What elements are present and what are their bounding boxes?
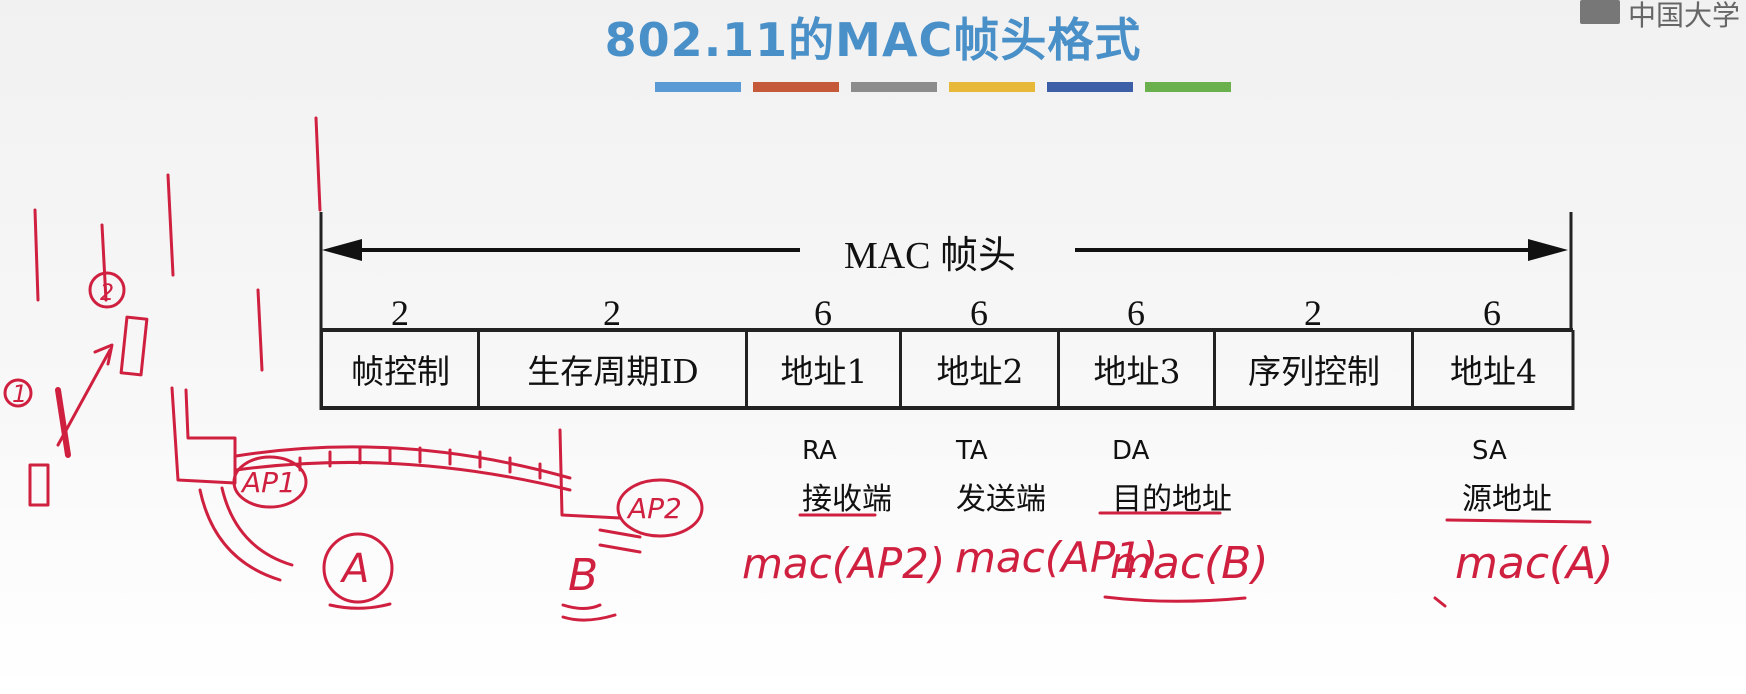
- field-size-address1: 6: [814, 293, 832, 333]
- logo-icon: [1580, 0, 1620, 24]
- mac-header-fields-row: [320, 328, 1573, 410]
- ap2-box: [558, 428, 622, 520]
- ap-link-top: [234, 445, 572, 480]
- annotation-da-desc: 目的地址: [1112, 482, 1232, 517]
- annotation-sa-desc: 源地址: [1462, 482, 1552, 517]
- ap2-signal-marks: [598, 528, 642, 554]
- annotation-ta-desc: 发送端: [956, 482, 1046, 517]
- handwritten-da-value: mac(B): [1110, 538, 1269, 589]
- host-a-signal-arcs: [198, 486, 294, 582]
- span-arrow-right-head: [1528, 239, 1568, 261]
- annotation-sa-code: SA: [1472, 436, 1507, 466]
- field-address4: 地址4: [1411, 330, 1573, 408]
- handwritten-ta-value: mac(AP1): [955, 533, 1158, 582]
- field-size-sequence-control: 2: [1304, 293, 1322, 333]
- sketch-host-b-label: B: [568, 550, 598, 601]
- step2-circle: [88, 271, 126, 309]
- sketch-step2-label: 2: [100, 281, 114, 306]
- sketch-ap1-label: AP1: [240, 466, 296, 499]
- field-size-address2: 6: [970, 293, 988, 333]
- accent-bar-6: [1145, 82, 1231, 92]
- annotation-ta-code: TA: [956, 436, 988, 466]
- accent-color-bars: [655, 82, 1233, 92]
- field-sequence-control: 序列控制: [1213, 330, 1412, 408]
- move-arrow-head: [93, 343, 114, 366]
- underline-mac-b: [1103, 595, 1247, 603]
- ap-link-bottom: [234, 460, 572, 492]
- accent-bar-3: [851, 82, 937, 92]
- field-size-address4: 6: [1483, 293, 1501, 333]
- phone-sketch-1: [119, 315, 149, 377]
- ink-wall-stroke-3: [33, 208, 40, 302]
- move-arrow-line: [56, 348, 112, 447]
- phone-sketch-2: [28, 463, 50, 507]
- accent-bar-2: [753, 82, 839, 92]
- accent-bar-4: [949, 82, 1035, 92]
- ink-wall-stroke-2: [166, 173, 175, 277]
- field-size-address3: 6: [1127, 293, 1145, 333]
- field-size-frame-control: 2: [391, 293, 409, 333]
- ink-wall-stroke-4: [100, 223, 108, 302]
- annotation-ra-desc: 接收端: [802, 482, 892, 517]
- ap2-circle: [616, 478, 704, 538]
- field-size-duration-id: 2: [603, 293, 621, 333]
- sketch-step1-label: 1: [12, 380, 27, 408]
- mac-a-tick: [1433, 596, 1447, 608]
- phone-antenna-mark: [55, 387, 71, 458]
- sketch-ap2-label: AP2: [626, 492, 682, 525]
- handwritten-sa-value: mac(A): [1455, 538, 1613, 589]
- field-address1: 地址1: [745, 330, 900, 408]
- logo-text: 中国大学: [1628, 0, 1741, 32]
- ink-wall-stroke-5: [256, 288, 264, 372]
- ap1-box: [170, 386, 237, 485]
- underline-sa-desc: [1445, 518, 1592, 524]
- accent-bar-1: [655, 82, 741, 92]
- mac-header-span-label: MAC 帧头: [843, 235, 1017, 277]
- step1-circle: [3, 378, 33, 408]
- handwritten-ra-value: mac(AP2): [742, 539, 945, 588]
- field-address2: 地址2: [899, 330, 1058, 408]
- annotation-da-code: DA: [1112, 436, 1150, 466]
- field-frame-control: 帧控制: [320, 330, 478, 408]
- host-a-underline: [328, 602, 392, 610]
- ink-wall-stroke-1: [314, 116, 322, 212]
- ap1-circle: [232, 455, 308, 509]
- ap-link-hatching: [298, 446, 542, 480]
- span-arrow-left-head: [322, 239, 362, 261]
- university-logo: 中国大学: [1580, 0, 1746, 32]
- field-duration-id: 生存周期ID: [477, 330, 746, 408]
- slide-title: 802.11的MAC帧头格式: [604, 13, 1142, 67]
- accent-bar-5: [1047, 82, 1133, 92]
- field-address3: 地址3: [1057, 330, 1214, 408]
- sketch-host-a-label: A: [339, 546, 369, 592]
- host-b-underline: [561, 603, 617, 622]
- host-a-circle: [322, 532, 394, 604]
- annotation-ra-code: RA: [802, 436, 837, 466]
